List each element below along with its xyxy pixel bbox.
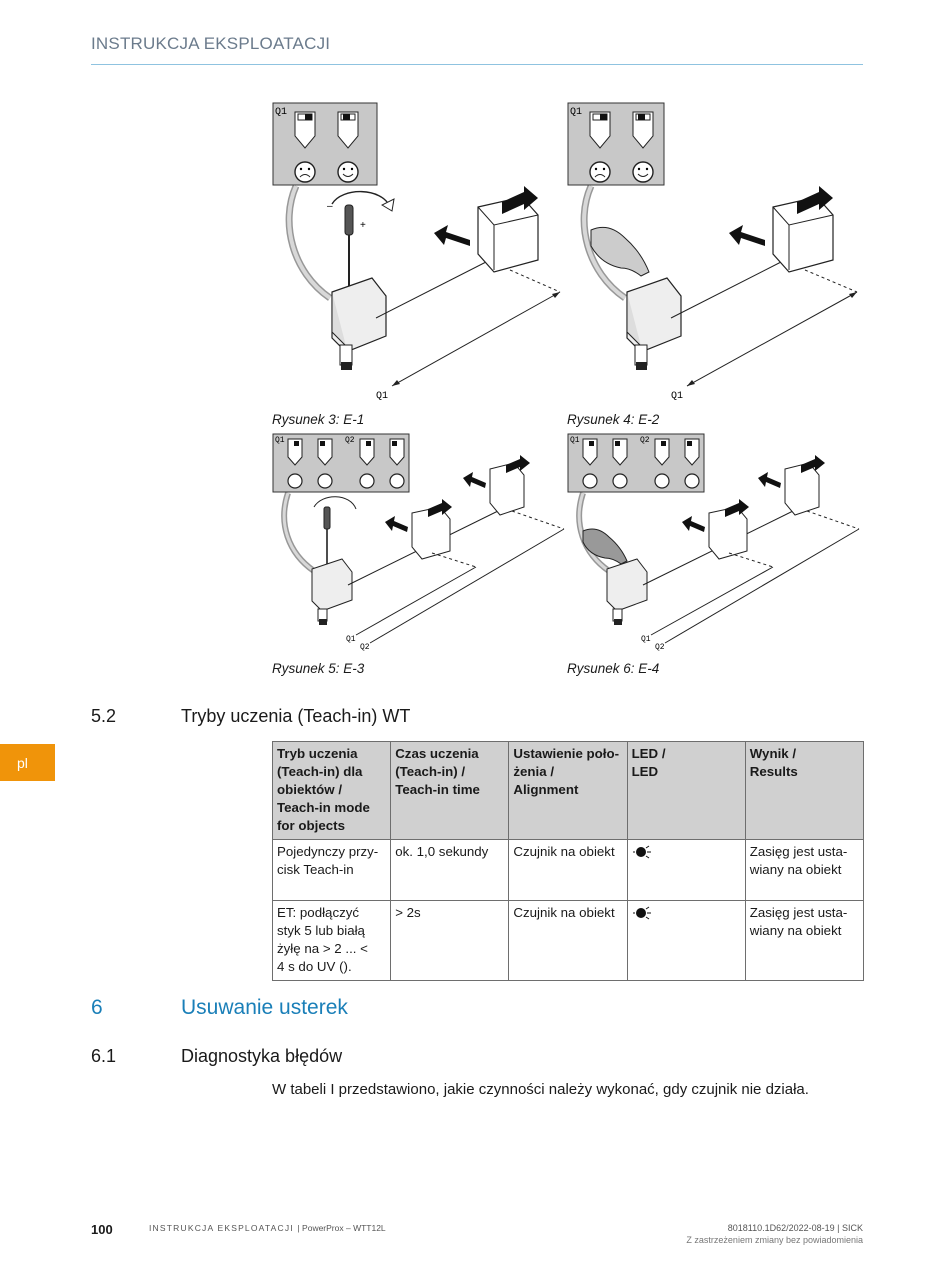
sad-face-icon <box>287 473 303 489</box>
figure-e3: Q1 Q2 Q1 Q2 <box>272 433 568 657</box>
happy-face-icon <box>632 161 654 183</box>
figure-e1: Q1 – + Q1 <box>272 102 568 402</box>
sad-face-icon <box>589 161 611 183</box>
figure-e3-caption: Rysunek 5: E-3 <box>272 661 365 676</box>
section-6-title: Usuwanie usterek <box>181 996 348 1019</box>
footer-doc-id: 8018110.1D62/2022-08-19 | SICK <box>727 1223 863 1233</box>
led-flashing-icon <box>632 846 651 859</box>
figure-e2-caption: Rysunek 4: E-2 <box>567 412 660 427</box>
figure-e3-panel-label-q2: Q2 <box>345 436 355 445</box>
cell-led <box>626 839 746 901</box>
sad-face-icon <box>359 473 375 489</box>
cell-mode: Pojedynczy przy-cisk Teach-in <box>271 839 392 901</box>
happy-face-icon <box>317 473 333 489</box>
figure-e4-caption: Rysunek 6: E-4 <box>567 661 660 676</box>
figure-e1-panel-label: Q1 <box>275 107 287 118</box>
header-results: Wynik /Results <box>744 741 865 840</box>
cell-alignment: Czujnik na obiekt <box>508 839 628 901</box>
footer-notice: Z zastrzeżeniem zmiany bez powiadomienia <box>686 1235 863 1245</box>
cell-result: Zasięg jest usta-wiany na obiekt <box>744 839 865 901</box>
cell-alignment: Czujnik na obiekt <box>508 900 628 981</box>
figure-e2-illustration: Q1 Q1 <box>567 102 858 402</box>
cell-time: > 2s <box>390 900 510 981</box>
finger-icon <box>590 226 650 277</box>
figure-e2-panel-label: Q1 <box>570 107 582 118</box>
happy-face-icon <box>389 473 405 489</box>
figure-e1-axis-label: Q1 <box>376 391 388 402</box>
sad-face-icon <box>294 161 316 183</box>
figure-e2-axis-label: Q1 <box>671 391 683 402</box>
page-number: 100 <box>91 1222 113 1237</box>
figure-e1-illustration: Q1 – + Q1 <box>272 102 561 402</box>
footer-document-title: INSTRUKCJA EKSPLOATACJI | PowerProx – WT… <box>149 1223 386 1233</box>
cell-result: Zasięg jest usta-wiany na obiekt <box>744 900 865 981</box>
body-paragraph: W tabeli I przedstawiono, jakie czynnośc… <box>272 1081 809 1098</box>
header-divider <box>91 64 863 65</box>
figure-e3-axis-label-q1: Q1 <box>346 635 356 644</box>
figure-e4: Q1 Q2 Q1 Q2 <box>567 433 863 657</box>
figure-e4-axis-label-q1: Q1 <box>641 635 651 644</box>
happy-face-icon <box>612 473 628 489</box>
section-6-1-title: Diagnostyka błędów <box>181 1046 343 1066</box>
figure-e3-axis-label-q2: Q2 <box>360 643 370 652</box>
header-time: Czas uczenia(Teach-in) /Teach-in time <box>390 741 510 840</box>
cell-time: ok. 1,0 sekundy <box>390 839 510 901</box>
svg-text:+: + <box>360 220 366 231</box>
svg-text:–: – <box>327 201 333 212</box>
section-6-1-number: 6.1 <box>91 1046 117 1066</box>
figure-e3-panel-label-q1: Q1 <box>275 436 285 445</box>
cell-led <box>626 900 746 981</box>
sad-face-icon <box>582 473 598 489</box>
figure-e1-caption: Rysunek 3: E-1 <box>272 412 365 427</box>
finger-icon <box>582 528 628 565</box>
table-row: Pojedynczy przy-cisk Teach-in ok. 1,0 se… <box>271 839 865 901</box>
led-flashing-icon <box>632 907 651 920</box>
figure-e4-panel-label-q1: Q1 <box>570 436 580 445</box>
figure-e2: Q1 Q1 <box>567 102 863 402</box>
figure-e4-axis-label-q2: Q2 <box>655 643 665 652</box>
section-5-2-title: Tryby uczenia (Teach-in) WT <box>181 706 411 726</box>
figure-e4-panel-label-q2: Q2 <box>640 436 650 445</box>
figure-e3-illustration: Q1 Q2 Q1 Q2 <box>272 433 565 652</box>
language-tab[interactable]: pl <box>0 744 55 781</box>
header-led: LED /LED <box>626 741 746 840</box>
footer-product: PowerProx – WTT12L <box>302 1223 386 1233</box>
happy-face-icon <box>337 161 359 183</box>
footer-doc-title: INSTRUKCJA EKSPLOATACJI <box>149 1223 294 1233</box>
section-6-number: 6 <box>91 996 103 1019</box>
figure-e4-illustration: Q1 Q2 Q1 Q2 <box>567 433 860 652</box>
section-5-2-number: 5.2 <box>91 706 117 726</box>
sad-face-icon <box>654 473 670 489</box>
running-header-title: INSTRUKCJA EKSPLOATACJI <box>91 34 331 53</box>
happy-face-icon <box>684 473 700 489</box>
header-alignment: Ustawienie poło-żenia /Alignment <box>508 741 628 840</box>
